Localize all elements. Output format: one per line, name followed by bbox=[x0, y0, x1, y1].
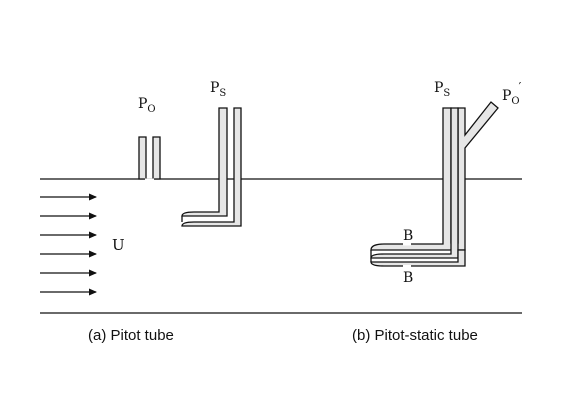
piezometer-tube bbox=[138, 136, 161, 181]
caption-b: (b) Pitot-static tube bbox=[352, 327, 478, 344]
pitot-tube bbox=[181, 107, 242, 227]
flow-arrows bbox=[40, 193, 97, 296]
caption-a: (a) Pitot tube bbox=[88, 327, 174, 344]
p0-label: PO bbox=[138, 96, 156, 115]
ps-label-a: PS bbox=[210, 80, 226, 99]
ps-label-b: PS bbox=[434, 80, 450, 99]
b-label-lower: B bbox=[403, 270, 413, 286]
p0-prime-label: PO′ bbox=[502, 80, 522, 107]
velocity-label: U bbox=[112, 236, 125, 254]
pitot-static-tube bbox=[370, 101, 499, 268]
b-label-upper: B bbox=[403, 228, 413, 244]
